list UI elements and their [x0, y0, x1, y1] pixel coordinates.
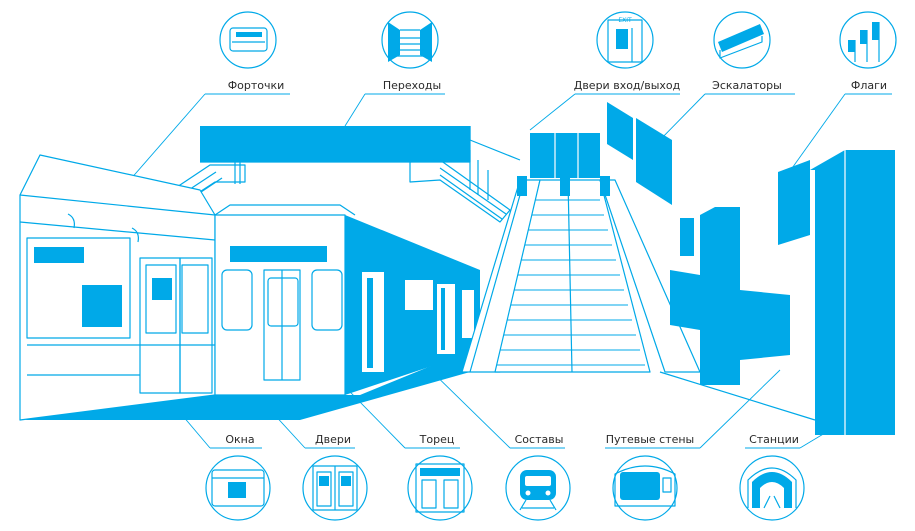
right-passage-tube — [409, 150, 511, 223]
exit-sign-text: EXIT — [618, 17, 632, 24]
train-doors-icon — [302, 455, 368, 521]
track-wall-icon — [612, 455, 678, 521]
metro-train-icon — [505, 455, 571, 521]
label-flagi: Флаги — [851, 79, 887, 92]
label-eskalatory: Эскалаторы — [712, 79, 782, 92]
escalators — [461, 176, 701, 373]
train-car-end — [19, 154, 216, 421]
passage-stairs-icon — [381, 11, 439, 69]
train-window-icon — [205, 455, 271, 521]
exit-door-structure — [530, 133, 600, 178]
metro-scene — [19, 102, 895, 435]
escalator-banners — [607, 102, 672, 205]
station-track-wall — [659, 150, 895, 435]
label-fortochki: Форточки — [228, 79, 285, 92]
escalator-icon — [713, 11, 771, 69]
window-vent-icon — [219, 11, 277, 69]
label-torec: Торец — [419, 433, 455, 446]
exit-door-icon — [596, 11, 654, 69]
label-dveri: Двери — [315, 433, 351, 446]
station-tunnel-icon — [739, 455, 805, 521]
train-car-main — [214, 204, 480, 396]
label-okna: Окна — [225, 433, 254, 446]
label-stancii: Станции — [749, 433, 799, 446]
label-perehody: Переходы — [383, 79, 441, 92]
label-putevye-steny: Путевые стены — [606, 433, 695, 446]
label-dveri-vhod-vyhod: Двери вход/выход — [574, 79, 681, 92]
callout-labels: Форточки Переходы Двери вход/выход Эскал… — [225, 17, 887, 446]
train-front-icon — [407, 455, 473, 521]
label-sostavy: Составы — [515, 433, 564, 446]
ceiling-passage — [200, 126, 521, 163]
flags-icon — [839, 11, 897, 69]
